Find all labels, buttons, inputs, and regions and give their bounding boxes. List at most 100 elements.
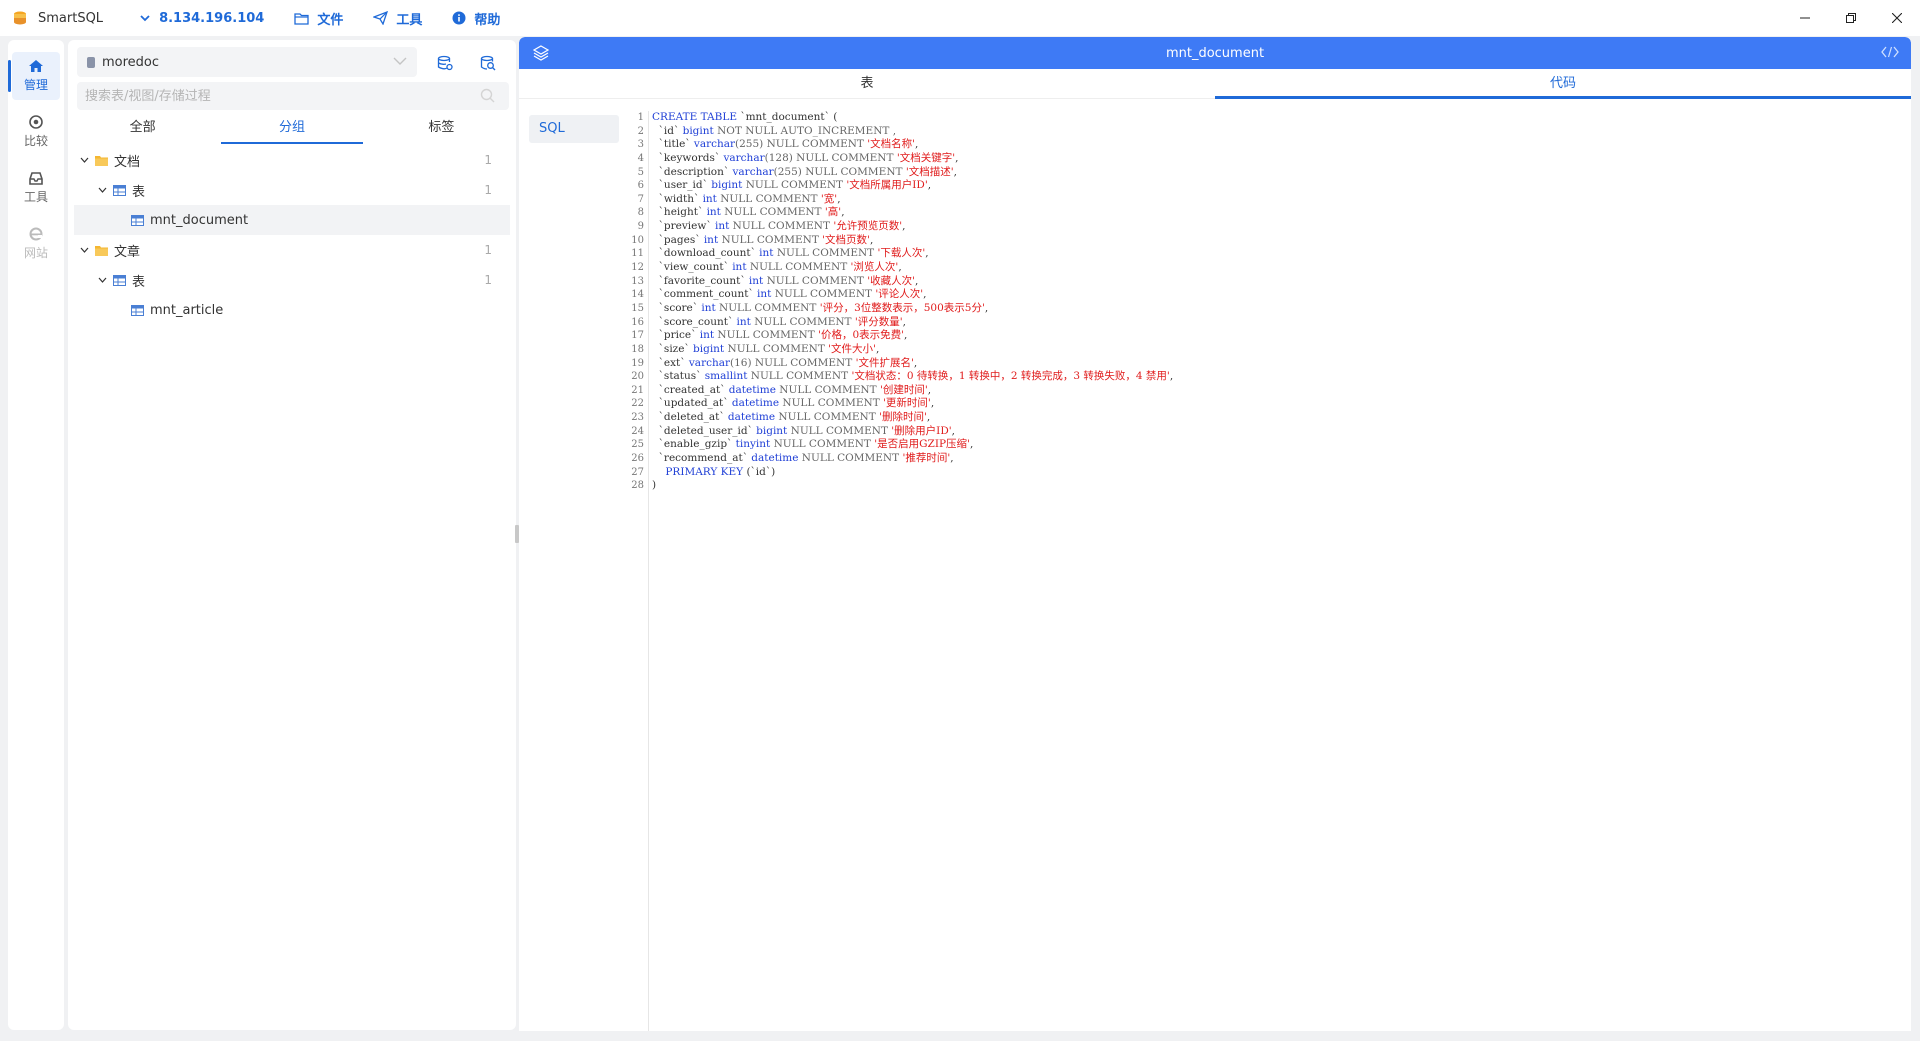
search-database-button[interactable] xyxy=(477,52,499,74)
rail-item-website[interactable]: 网站 xyxy=(12,220,60,268)
tab-code[interactable]: 代码 xyxy=(1215,69,1911,99)
code-line: `deleted_at` datetime NULL COMMENT '删除时间… xyxy=(652,411,1173,425)
code-token: `download_count` xyxy=(652,247,760,260)
object-search-input[interactable] xyxy=(77,82,509,110)
code-token: tinyint xyxy=(735,438,771,451)
code-icon[interactable] xyxy=(1881,46,1899,58)
compass-icon xyxy=(29,115,43,129)
lang-item-sql[interactable]: SQL xyxy=(529,115,619,143)
code-token: NULL COMMENT xyxy=(798,452,903,465)
code-token: NULL COMMENT xyxy=(729,220,834,233)
code-token: `keywords` xyxy=(652,151,724,164)
tree-item-mnt-article[interactable]: mnt_article xyxy=(74,295,510,325)
tools-menu-label: 工具 xyxy=(396,12,423,28)
line-number: 18 xyxy=(631,343,644,355)
tree-node-tables[interactable]: 表 1 xyxy=(74,175,510,205)
code-content[interactable]: CREATE TABLE `mnt_document` ( `id` bigin… xyxy=(652,111,1173,493)
code-token: varchar xyxy=(723,151,765,164)
tab-all[interactable]: 全部 xyxy=(129,120,156,135)
code-line: `pages` int NULL COMMENT '文档页数', xyxy=(652,234,1173,248)
code-token: '删除时间' xyxy=(879,411,927,424)
help-menu[interactable]: 帮助 xyxy=(452,9,500,28)
code-token: int xyxy=(714,220,730,233)
database-refresh-icon xyxy=(437,55,453,71)
main-header: mnt_document xyxy=(519,37,1911,69)
code-token: int xyxy=(701,301,716,314)
code-token: NULL COMMENT xyxy=(714,329,819,342)
table-icon xyxy=(112,273,126,287)
line-number: 4 xyxy=(637,152,644,164)
tab-table[interactable]: 表 xyxy=(860,76,874,91)
code-token: int xyxy=(757,288,772,301)
database-select[interactable]: moredoc xyxy=(77,47,417,77)
code-token: '文档关键字' xyxy=(896,151,956,164)
tree-label: 表 xyxy=(132,274,146,290)
ie-icon xyxy=(29,227,43,241)
close-button[interactable] xyxy=(1874,0,1920,36)
code-line: `download_count` int NULL COMMENT '下载人次'… xyxy=(652,247,1173,261)
chevron-down-icon[interactable] xyxy=(96,274,108,286)
code-token: `pages` xyxy=(652,233,704,246)
tree-item-mnt-document[interactable]: mnt_document xyxy=(74,205,510,235)
code-token: `height` xyxy=(652,206,707,219)
rail-item-manage[interactable]: 管理 xyxy=(8,52,60,100)
code-token: , xyxy=(902,220,906,233)
line-number: 6 xyxy=(637,180,644,192)
chevron-down-icon[interactable] xyxy=(78,244,90,256)
tab-tags[interactable]: 标签 xyxy=(428,120,455,135)
layers-icon[interactable] xyxy=(533,45,549,61)
code-token: `size` xyxy=(652,342,694,355)
code-token: '宽' xyxy=(820,192,838,205)
chevron-down-icon xyxy=(140,15,150,22)
code-token: `price` xyxy=(652,329,700,342)
chevron-down-icon[interactable] xyxy=(96,184,108,196)
tab-group[interactable]: 分组 xyxy=(217,114,366,144)
code-token: bigint xyxy=(756,424,788,437)
line-number: 17 xyxy=(631,330,644,342)
code-token: int xyxy=(759,247,774,260)
code-token: , xyxy=(923,288,927,301)
line-number: 25 xyxy=(631,439,644,451)
code-token: NOT NULL AUTO_INCREMENT , xyxy=(713,124,897,137)
line-number: 19 xyxy=(631,357,644,369)
code-token: smallint xyxy=(704,370,748,383)
nav-rail: 管理 比较 工具 网站 xyxy=(8,40,64,1030)
tree-group-documents[interactable]: 文档 1 xyxy=(74,145,510,175)
code-token: int xyxy=(702,192,717,205)
code-token: '价格，0表示免费' xyxy=(818,329,905,342)
code-token: `comment_count` xyxy=(652,288,758,301)
chevron-down-icon[interactable] xyxy=(78,154,90,166)
connection-selector[interactable]: 8.134.196.104 xyxy=(139,11,264,26)
code-token: int xyxy=(736,315,751,328)
panel-splitter-handle[interactable] xyxy=(515,525,519,543)
file-menu[interactable]: 文件 xyxy=(294,9,343,28)
code-token: (`id`) xyxy=(746,465,776,478)
tree-tabs: 全部 分组 标签 xyxy=(68,114,516,144)
restore-button[interactable] xyxy=(1828,0,1874,36)
refresh-database-button[interactable] xyxy=(434,52,456,74)
line-number: 12 xyxy=(631,262,644,274)
help-menu-label: 帮助 xyxy=(474,12,501,28)
code-token: '文档描述' xyxy=(905,165,954,178)
rail-item-tools[interactable]: 工具 xyxy=(12,164,60,212)
line-number: 28 xyxy=(631,480,644,492)
rail-item-label: 工具 xyxy=(23,189,48,204)
code-token: NULL COMMENT xyxy=(775,411,880,424)
code-token: `ext` xyxy=(652,356,689,369)
tools-menu[interactable]: 工具 xyxy=(373,9,422,28)
code-token: datetime xyxy=(728,383,776,396)
code-line: PRIMARY KEY (`id`) xyxy=(652,466,1173,480)
code-token: '评分，3位整数表示，500表示5分' xyxy=(819,301,985,314)
code-token: `mnt_document` ( xyxy=(740,111,838,123)
rail-item-compare[interactable]: 比较 xyxy=(12,108,60,156)
code-token: , xyxy=(950,452,954,465)
tree-node-tables[interactable]: 表 1 xyxy=(74,265,510,295)
code-token: NULL COMMENT xyxy=(773,247,878,260)
minimize-button[interactable] xyxy=(1782,0,1828,36)
line-number: 3 xyxy=(637,139,644,151)
app-name: SmartSQL xyxy=(38,10,104,26)
tree-group-articles[interactable]: 文章 1 xyxy=(74,235,510,265)
file-menu-label: 文件 xyxy=(317,12,344,28)
